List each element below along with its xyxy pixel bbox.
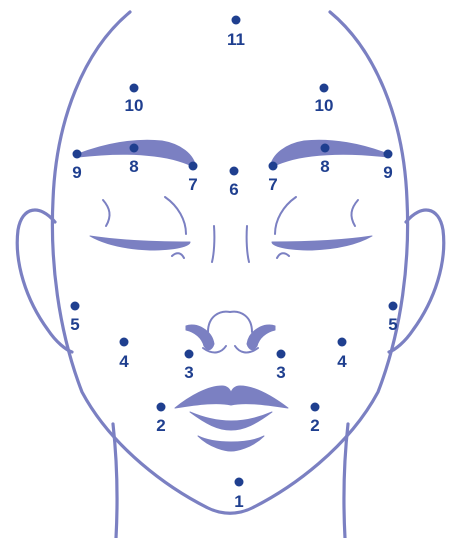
nose-tip <box>208 312 252 332</box>
upper-lip <box>175 386 288 408</box>
point-label-forehead-right: 10 <box>315 96 334 115</box>
face-outline <box>52 12 407 513</box>
point-label-brow-mid-left: 8 <box>129 157 138 176</box>
point-dot-cheek-left <box>120 338 129 347</box>
point-dot-forehead-right <box>320 84 329 93</box>
right-eye-crease <box>351 200 358 226</box>
point-dot-nasolabial-right <box>277 350 286 359</box>
point-label-marionette-right: 2 <box>310 416 319 435</box>
point-label-cheek-left: 4 <box>119 352 129 371</box>
point-dot-brow-mid-right <box>321 144 330 153</box>
nose-bridge-left <box>212 226 214 262</box>
point-label-brow-mid-right: 8 <box>320 157 329 176</box>
point-dot-temple-left <box>71 302 80 311</box>
left-eye <box>90 236 190 250</box>
point-label-temple-left: 5 <box>70 315 79 334</box>
point-dot-temple-right <box>389 302 398 311</box>
left-lower-lid <box>172 253 184 258</box>
point-dot-brow-head-right <box>269 162 278 171</box>
point-dot-forehead-top <box>232 16 241 25</box>
left-eye-crease <box>103 200 110 226</box>
point-dot-brow-tail-left <box>73 150 82 159</box>
left-nostril <box>186 325 214 350</box>
point-label-brow-head-right: 7 <box>268 175 277 194</box>
right-eye <box>272 236 372 250</box>
point-label-cheek-right: 4 <box>337 352 347 371</box>
nose-bridge-right <box>247 226 249 262</box>
left-eye-inner-crease <box>165 197 186 234</box>
point-label-temple-right: 5 <box>388 315 397 334</box>
right-lower-lid <box>277 253 289 258</box>
injection-points: 11 10 10 9 8 7 6 7 8 9 5 5 4 4 3 3 2 2 1 <box>70 16 397 512</box>
point-dot-glabella <box>230 167 239 176</box>
point-label-marionette-left: 2 <box>156 416 165 435</box>
point-dot-cheek-right <box>338 338 347 347</box>
point-dot-marionette-right <box>311 403 320 412</box>
point-label-nasolabial-right: 3 <box>276 363 285 382</box>
chin-crease <box>198 436 264 451</box>
point-label-forehead-left: 10 <box>125 96 144 115</box>
point-dot-forehead-left <box>130 84 139 93</box>
point-dot-brow-mid-left <box>130 144 139 153</box>
point-dot-brow-head-left <box>189 162 198 171</box>
point-label-brow-head-left: 7 <box>188 175 197 194</box>
point-label-chin: 1 <box>234 492 243 511</box>
point-label-forehead-top: 11 <box>227 30 245 49</box>
right-eye-inner-crease <box>275 197 296 234</box>
point-dot-nasolabial-left <box>185 350 194 359</box>
point-dot-marionette-left <box>157 403 166 412</box>
point-dot-chin <box>235 478 244 487</box>
point-label-brow-tail-right: 9 <box>383 163 392 182</box>
point-label-nasolabial-left: 3 <box>184 363 193 382</box>
neck-right-line <box>344 424 348 538</box>
point-label-brow-tail-left: 9 <box>72 163 81 182</box>
point-dot-brow-tail-right <box>384 150 393 159</box>
point-label-glabella: 6 <box>229 180 238 199</box>
lower-lip <box>190 412 272 430</box>
